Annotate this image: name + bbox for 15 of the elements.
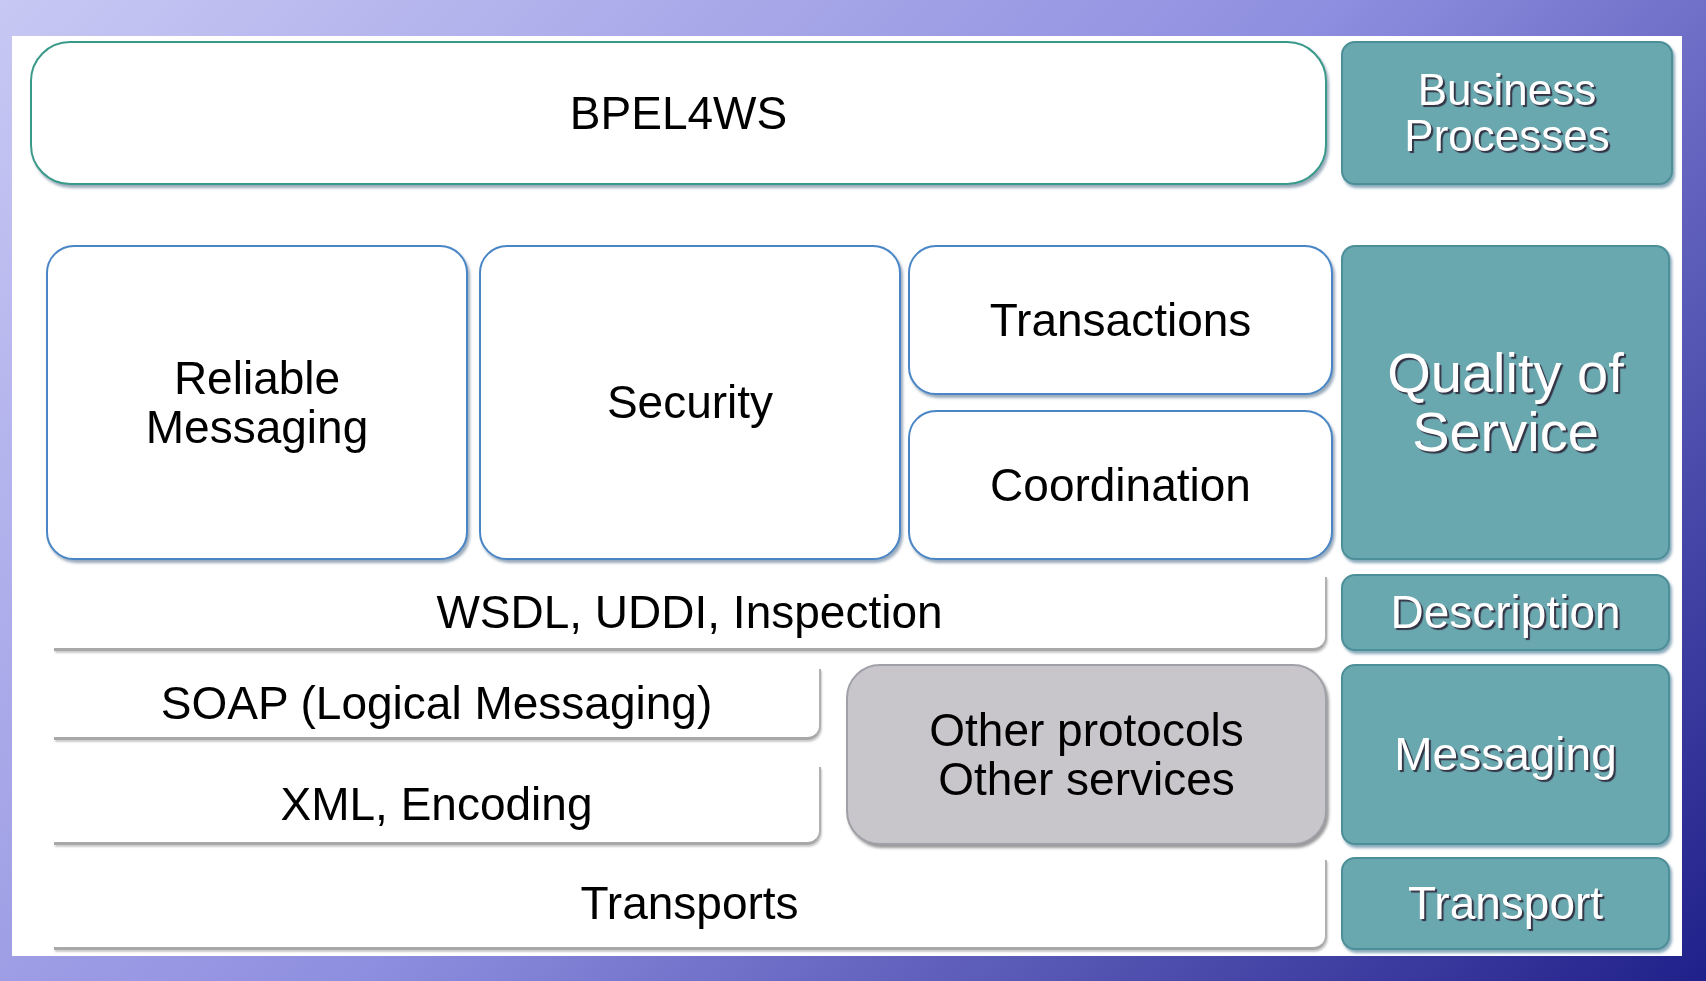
stack-layer-bar: XML, Encoding (54, 767, 821, 845)
stack-layer-box: Transactions (908, 245, 1333, 395)
category-label-box: Messaging (1341, 664, 1670, 845)
stack-layer-box: Reliable Messaging (46, 245, 468, 560)
stack-layer-bar: SOAP (Logical Messaging) (54, 669, 821, 740)
category-label-box: Business Processes (1341, 41, 1673, 185)
category-label-box: Quality of Service (1341, 245, 1670, 560)
stack-layer-bar: WSDL, UDDI, Inspection (54, 577, 1327, 651)
stack-layer-box: BPEL4WS (30, 41, 1327, 185)
category-label-box: Transport (1341, 857, 1670, 950)
stack-layer-bar: Transports (54, 860, 1327, 950)
stack-layer-box: Other protocols Other services (846, 664, 1327, 845)
stack-layer-box: Coordination (908, 410, 1333, 560)
category-label-box: Description (1341, 574, 1670, 651)
stack-layer-box: Security (479, 245, 901, 560)
